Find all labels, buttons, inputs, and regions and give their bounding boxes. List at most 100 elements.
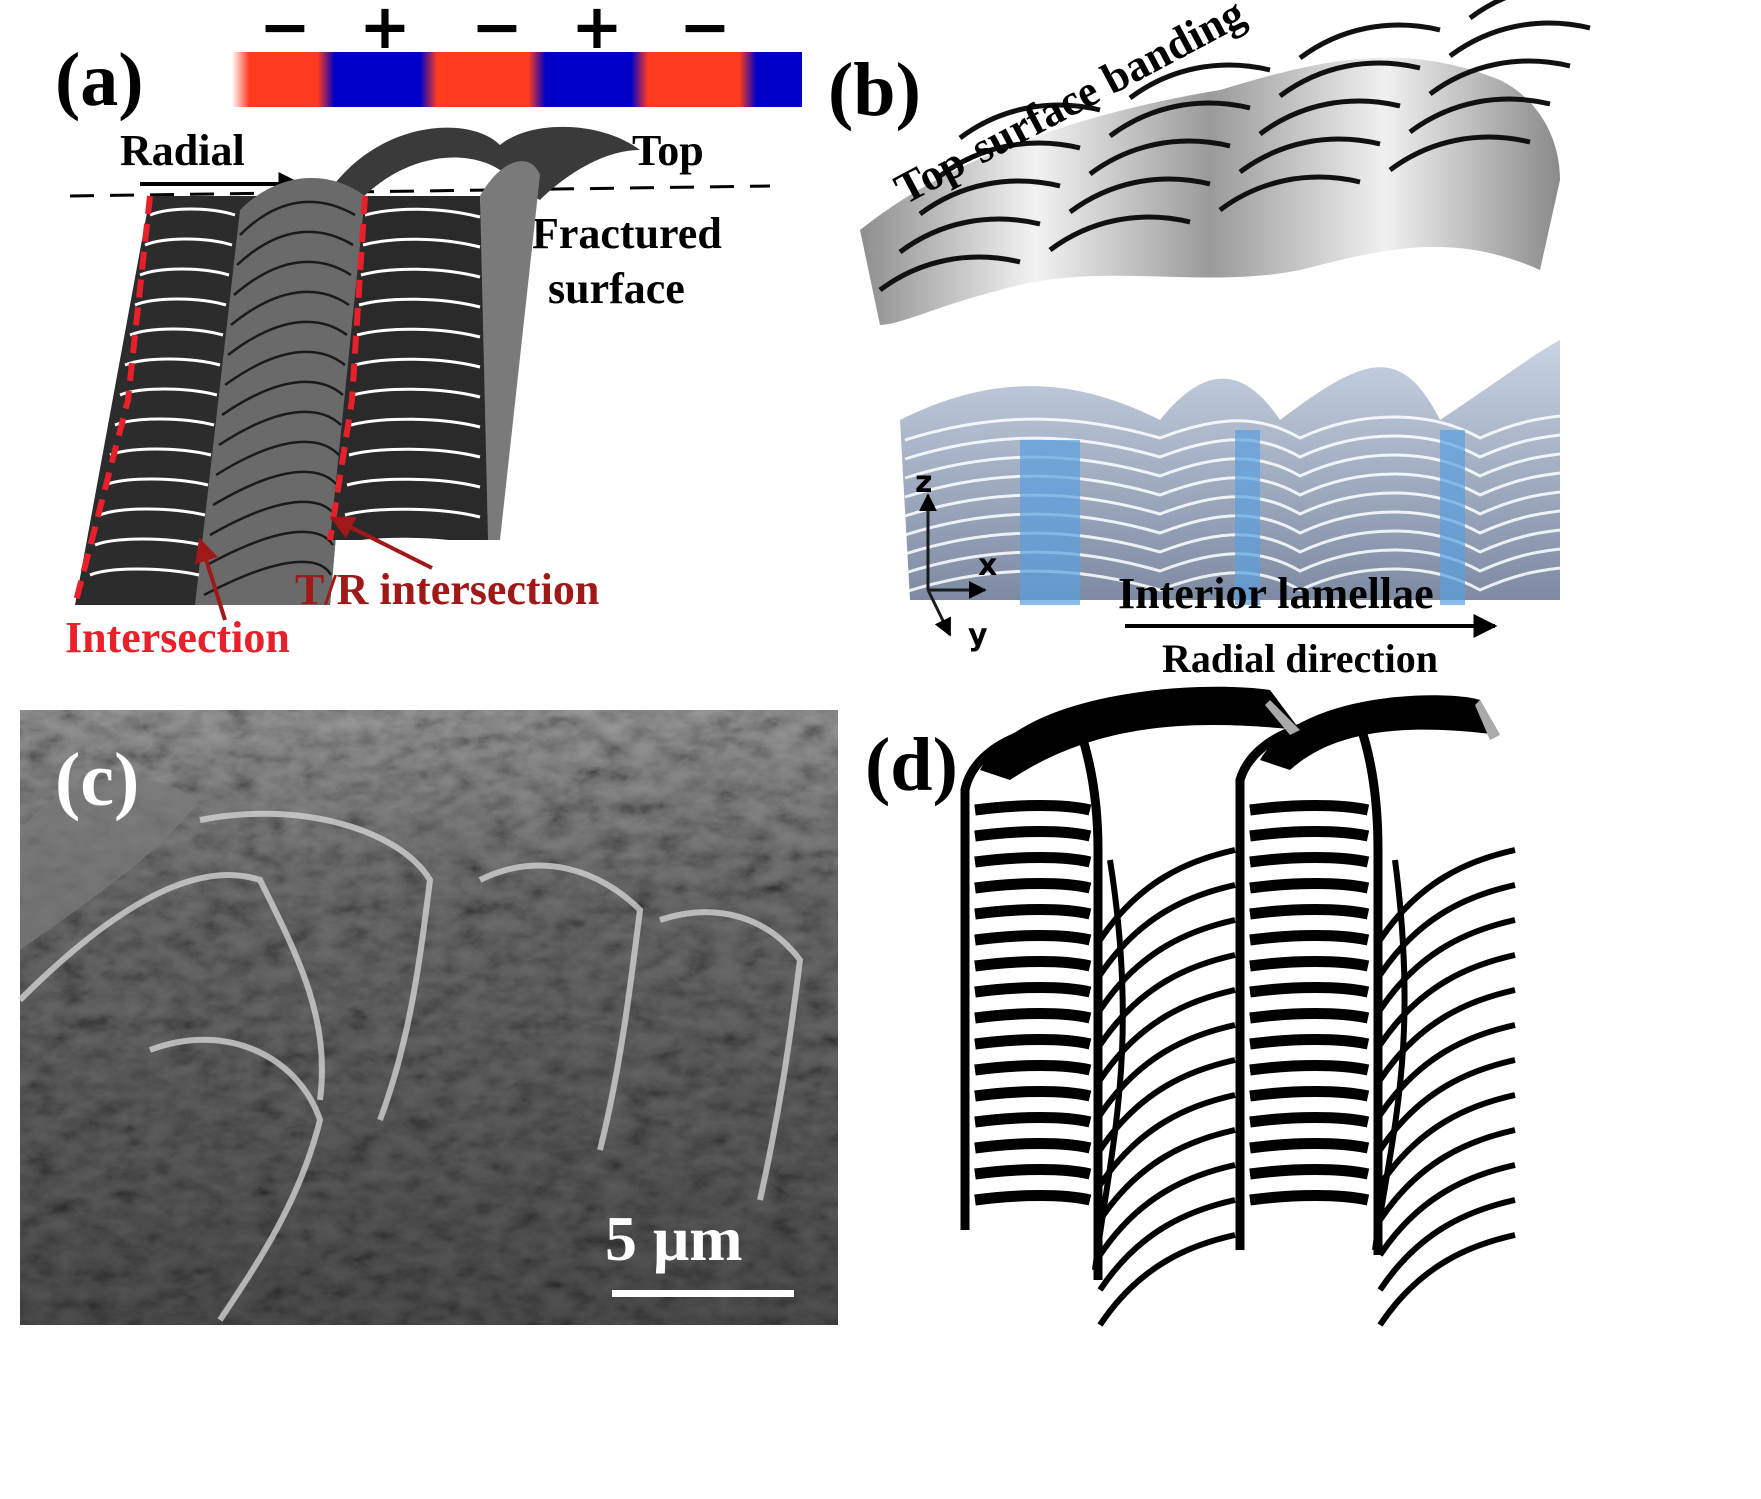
panel-b-label: (b) [828,48,921,132]
sem-ridge [659,909,804,1201]
interior-lamellae-label: Interior lamellae [1118,569,1434,618]
lamella-line [218,410,342,447]
lamella-line [203,560,333,597]
top-ridge [330,126,640,200]
banding-arc [1408,96,1551,135]
banding-arc [1108,100,1251,139]
lamella-line [342,537,481,549]
rear-ridge-face [480,161,540,540]
panel-d: (d) [865,686,1516,1327]
sketch-lamella [1249,930,1370,946]
sketch-lamella [974,878,1092,894]
lamella-line [227,320,348,356]
lamella-line [139,267,230,277]
banding-arc [1238,136,1381,175]
sketch-lamella [974,1112,1092,1128]
scale-bar [612,1290,794,1297]
sketch-fiber [1377,917,1516,1012]
sketch-lamella [974,826,1092,842]
sketch-fiber [1097,952,1236,1047]
banding-arc [1428,58,1571,97]
interior-lamella-line [904,433,1561,461]
lamella-lines [89,200,481,597]
sem-ridge-features [17,810,804,1322]
sketch-lamella [1249,800,1370,816]
intersection-arrow [194,537,227,621]
sketch-fiber [1097,1197,1236,1292]
sketch-lamella [1249,982,1370,998]
lamella-bundle [1020,440,1080,605]
banding-arc [1128,62,1271,101]
panel-c: (c) 5 μm [17,710,838,1325]
tr-intersection-arrow [329,516,433,570]
sketch-lamella [974,1034,1092,1050]
sketch-fiber [1097,1022,1236,1117]
sketch-fiber [1092,859,1126,1271]
sketch-fiber [1377,1197,1516,1292]
sketch-lamella [974,1190,1092,1206]
lamella-line [94,537,203,547]
lamella-bundle [1235,430,1260,605]
banding-arc [938,140,1081,179]
lamella-line [89,567,200,577]
axis-y-label: y [968,618,988,653]
sketch-fiber [1377,1162,1516,1257]
sketch-lamella [1249,1112,1370,1128]
lamella-line [354,357,481,369]
sketch-fiber [1377,1092,1516,1187]
lamella-line [348,447,481,459]
interior-lamella-line [904,414,1561,442]
arch-top-right [1260,695,1500,770]
lamella-line [104,477,209,487]
lamella-line [344,507,481,519]
right-fracture-face [330,196,495,540]
lamella-line [209,500,336,537]
panel-a: (a) − + − + − Radial Top Fractured surfa… [55,0,802,662]
banding-arc [1218,174,1361,213]
tr-intersection-dashed-outline [327,195,368,541]
lamella-line [221,380,344,417]
sketch-lamella [1249,956,1370,972]
sketch-lamella [1249,826,1370,842]
sem-ridge [17,872,325,1101]
top-surface-banding-sheet [860,57,1560,325]
sketch-lamella [1249,1190,1370,1206]
arch-top-left [980,686,1300,780]
banding-arc [878,254,1021,293]
sketch-lamella [1249,852,1370,868]
banding-arcs [878,0,1591,293]
sketch-lamella [1249,1060,1370,1076]
lamella-line [144,237,233,247]
sketch-lamella [974,852,1092,868]
banding-arc [1448,20,1591,59]
intersection-dashed-outline [72,195,153,606]
sketch-lamella [974,800,1092,816]
sketch-lamella [1249,878,1370,894]
sketch-fiber [1377,882,1516,977]
sketch-lamella [1249,1008,1370,1024]
sketch-fiber [1097,1127,1236,1222]
scale-bar-label: 5 μm [605,1203,743,1274]
fractured-label-line2: surface [548,264,685,313]
banding-arc [1468,0,1507,21]
sem-ridge [199,810,434,1122]
lamella-line [236,230,354,266]
axis-y-arrow [926,589,952,637]
sketch-fiber [1097,847,1236,942]
lamella-line [239,200,356,236]
banding-arc [1388,134,1531,173]
axis-x-label: x [978,548,997,583]
sketch-fiber [1377,1127,1516,1222]
sketch-lamella [1249,1034,1370,1050]
sketch-lamella [1249,1138,1370,1154]
fractured-label-line1: Fractured [532,209,722,258]
banding-arc [1258,98,1401,137]
lamella-line [358,297,481,309]
lamella-bundle [1440,430,1465,605]
banding-arc [1068,176,1211,215]
lamella-line [134,297,227,307]
banding-arc [918,178,1061,217]
lamella-line [224,350,346,387]
axis-triad: z x y [915,465,997,653]
banding-arc [958,102,1101,141]
